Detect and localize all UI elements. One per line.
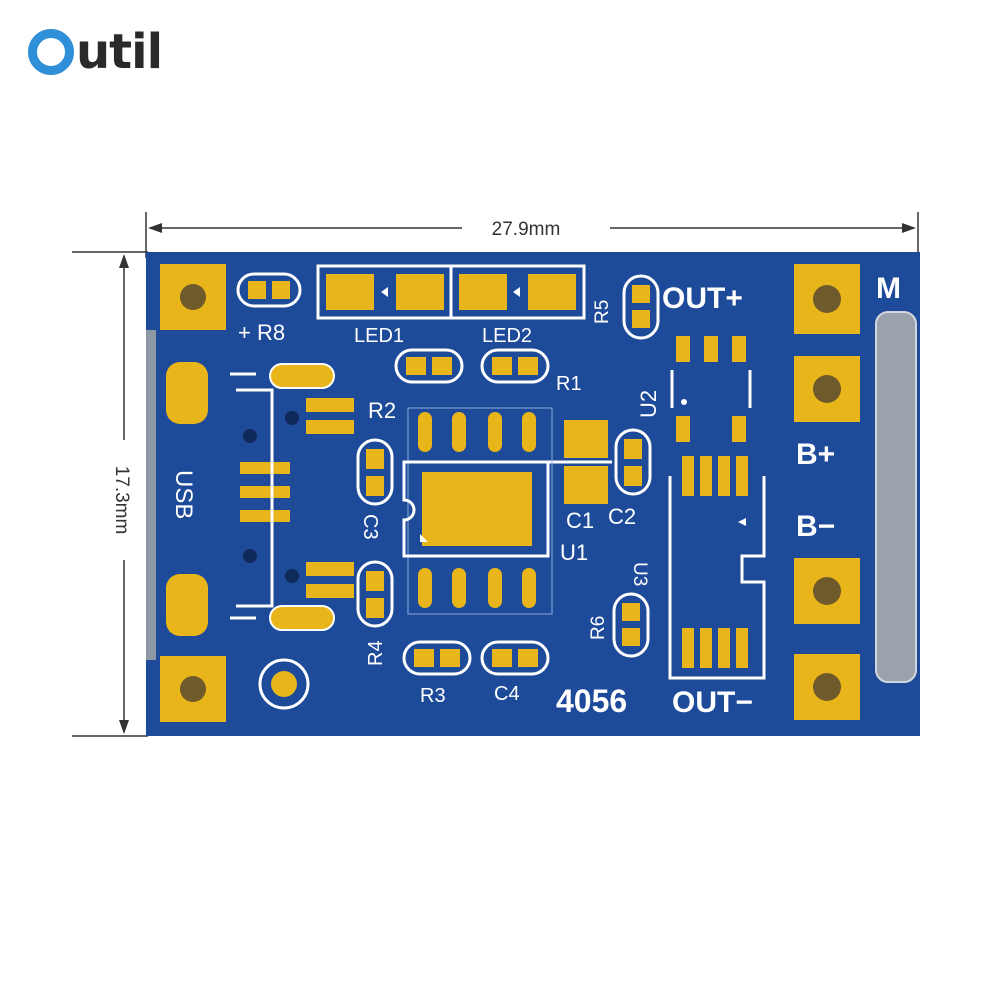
label-u1: U1	[560, 540, 588, 565]
label-usb: USB	[170, 470, 197, 519]
label-r6: R6	[588, 616, 609, 640]
mounting-pads	[160, 264, 860, 722]
label-m: M	[876, 272, 901, 305]
usb-connector-edge	[146, 330, 156, 660]
passive-footprints	[236, 272, 660, 676]
label-r4: R4	[365, 640, 387, 666]
silkscreen-labels: + R8 LED1 LED2 R5 OUT+ M R2 R1 U2 USB B+…	[170, 272, 901, 719]
label-c2: C2	[608, 504, 636, 529]
brand-logo: util	[28, 24, 163, 80]
label-u2: U2	[636, 390, 661, 418]
label-r1: R1	[556, 373, 582, 395]
label-b-minus: B−	[796, 510, 835, 543]
label-r3: R3	[420, 685, 446, 707]
label-r5: R5	[592, 300, 613, 324]
usb-footprint	[166, 362, 354, 636]
label-r8: + R8	[238, 320, 285, 345]
u2-footprint	[670, 336, 752, 442]
logo-ring-icon	[28, 29, 74, 75]
test-point	[258, 658, 310, 710]
label-c1: C1	[566, 508, 594, 533]
label-out-plus: OUT+	[662, 282, 743, 315]
battery-contact-strip	[875, 311, 917, 683]
led-footprints	[316, 264, 586, 320]
label-chip-name: 4056	[556, 683, 627, 719]
label-c4: C4	[494, 683, 520, 705]
label-led2: LED2	[482, 325, 532, 347]
height-dimension-label: 17.3mm	[111, 466, 132, 535]
label-led1: LED1	[354, 325, 404, 347]
label-b-plus: B+	[796, 438, 835, 471]
dimension-markers	[72, 212, 919, 737]
u3-footprint	[668, 456, 766, 680]
width-dimension-label: 27.9mm	[492, 219, 561, 240]
label-u3: U3	[629, 562, 650, 586]
logo-text: util	[76, 24, 163, 80]
u1-footprint	[402, 407, 553, 615]
label-r2: R2	[368, 398, 396, 423]
label-out-minus: OUT−	[672, 686, 753, 719]
label-c3: C3	[359, 514, 381, 540]
